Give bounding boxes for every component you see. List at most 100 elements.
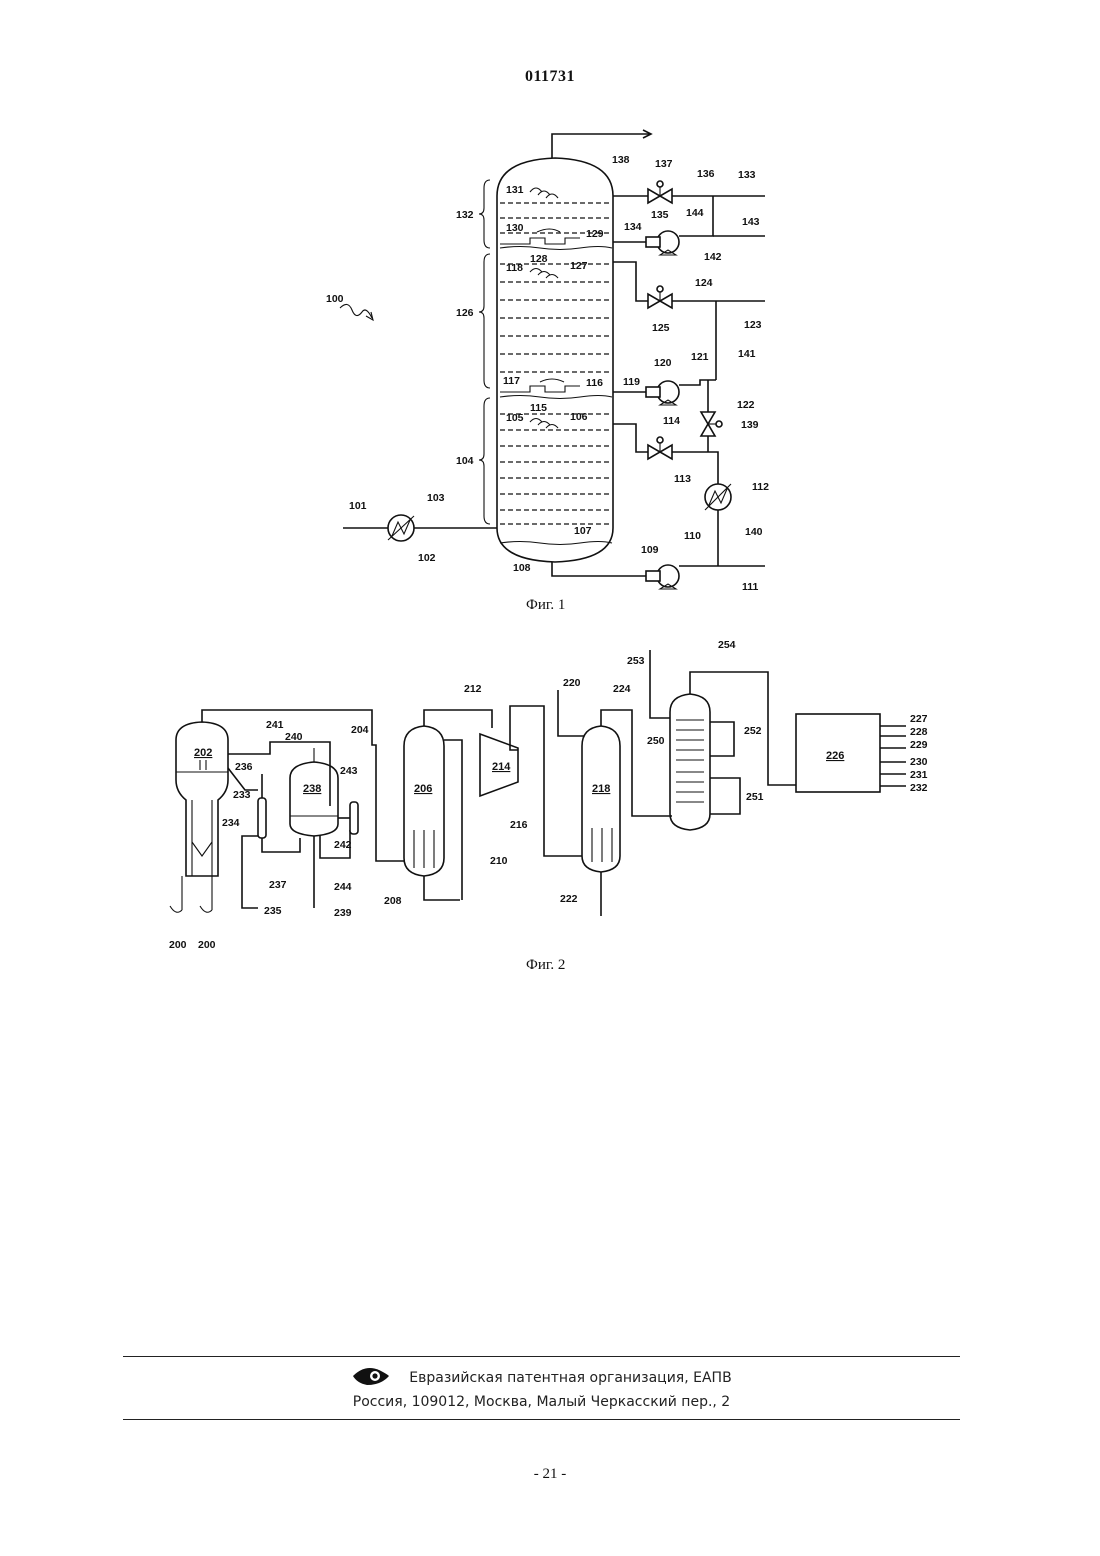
reference-arrow-100 <box>340 304 372 318</box>
exchanger-234 <box>258 798 266 838</box>
footer-organization: Евразийская патентная организация, ЕАПВ <box>409 1370 731 1386</box>
brace-132 <box>479 180 490 248</box>
label-125: 125 <box>652 322 670 334</box>
label-142: 142 <box>704 251 722 263</box>
label-204: 204 <box>351 724 369 736</box>
label-244: 244 <box>334 881 352 893</box>
footer-address: Россия, 109012, Москва, Малый Черкасский… <box>123 1394 960 1410</box>
label-126: 126 <box>456 307 474 319</box>
label-110: 110 <box>684 530 701 542</box>
label-242: 242 <box>334 839 352 851</box>
label-138: 138 <box>612 154 630 166</box>
label-143: 143 <box>742 216 760 228</box>
pump-120 <box>646 381 679 405</box>
eapo-eye-logo-icon <box>351 1365 391 1391</box>
label-101: 101 <box>349 500 367 512</box>
label-210: 210 <box>490 855 508 867</box>
stream-200 <box>182 876 212 910</box>
label-237: 237 <box>269 879 287 891</box>
valve-114 <box>648 437 672 459</box>
label-202: 202 <box>194 747 212 759</box>
label-250: 250 <box>647 735 665 747</box>
label-139: 139 <box>741 419 759 431</box>
stream-138 <box>552 134 650 158</box>
label-119: 119 <box>623 376 640 388</box>
exchanger-243 <box>350 802 358 834</box>
stream-254 <box>690 672 796 785</box>
label-236: 236 <box>235 761 253 773</box>
distillation-column <box>497 158 613 562</box>
label-222: 222 <box>560 893 578 905</box>
mark-131 <box>530 188 558 198</box>
label-228: 228 <box>910 726 928 738</box>
label-200-a: 200 <box>169 939 187 951</box>
stream-253 <box>650 650 670 718</box>
label-232: 232 <box>910 782 928 794</box>
label-121: 121 <box>691 351 709 363</box>
stream-220 <box>558 690 584 736</box>
label-105: 105 <box>506 412 524 424</box>
mark-118 <box>530 269 558 279</box>
trays-104 <box>500 414 612 545</box>
figure-2-diagram: 200 200 202 204 206 208 210 212 214 216 … <box>0 630 1100 990</box>
column-206 <box>404 726 444 876</box>
stream-210 <box>444 740 462 900</box>
stream-212 <box>424 710 492 728</box>
label-102: 102 <box>418 552 436 564</box>
label-254: 254 <box>718 639 736 651</box>
label-227: 227 <box>910 713 928 725</box>
label-112: 112 <box>752 481 769 493</box>
stream-108 <box>552 562 646 576</box>
label-208: 208 <box>384 895 402 907</box>
label-123: 123 <box>744 319 762 331</box>
label-130: 130 <box>506 222 524 234</box>
label-114: 114 <box>663 415 680 427</box>
label-133: 133 <box>738 169 756 181</box>
label-129: 129 <box>586 228 604 240</box>
brace-104 <box>479 398 490 524</box>
label-118: 118 <box>506 262 523 274</box>
valve-139 <box>701 412 722 436</box>
label-231: 231 <box>910 769 928 781</box>
label-224: 224 <box>613 683 631 695</box>
label-107: 107 <box>574 525 592 537</box>
label-239: 239 <box>334 907 352 919</box>
label-131: 131 <box>506 184 524 196</box>
label-214: 214 <box>492 761 511 773</box>
label-238: 238 <box>303 783 321 795</box>
label-251: 251 <box>746 791 764 803</box>
stream-235 <box>242 836 258 908</box>
label-127: 127 <box>570 260 588 272</box>
stream-121 <box>679 380 716 385</box>
label-200-b: 200 <box>198 939 216 951</box>
label-229: 229 <box>910 739 928 751</box>
stream-237 <box>262 838 300 852</box>
label-226: 226 <box>826 750 844 762</box>
stream-251 <box>710 778 740 814</box>
label-128: 128 <box>530 253 548 265</box>
valve-137 <box>648 181 672 203</box>
label-132: 132 <box>456 209 474 221</box>
stream-124-draw <box>613 262 648 301</box>
page-number: - 21 - <box>0 1466 1100 1483</box>
label-109: 109 <box>641 544 659 556</box>
label-253: 253 <box>627 655 645 667</box>
label-124: 124 <box>695 277 713 289</box>
label-216: 216 <box>510 819 528 831</box>
label-233: 233 <box>233 789 251 801</box>
figure-1-caption: Фиг. 1 <box>526 597 565 613</box>
stream-252 <box>710 722 734 756</box>
label-103: 103 <box>427 492 445 504</box>
reactor-202 <box>176 722 228 876</box>
label-113: 113 <box>674 473 691 485</box>
label-135: 135 <box>651 209 669 221</box>
column-250 <box>670 694 710 830</box>
label-136: 136 <box>697 168 715 180</box>
label-100: 100 <box>326 293 344 305</box>
label-243: 243 <box>340 765 358 777</box>
label-104: 104 <box>456 455 474 467</box>
figure-2-caption: Фиг. 2 <box>526 957 565 973</box>
label-235: 235 <box>264 905 282 917</box>
label-144: 144 <box>686 207 704 219</box>
stream-208 <box>424 876 460 900</box>
